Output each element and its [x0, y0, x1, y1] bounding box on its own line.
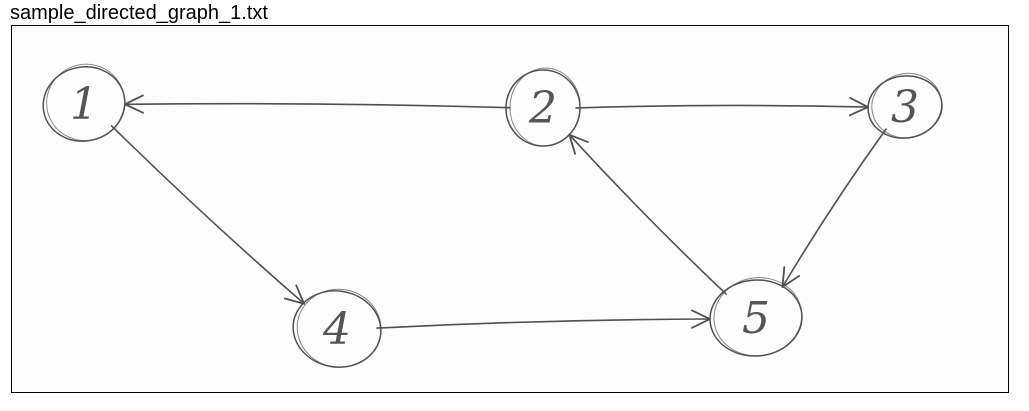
node-circle-stroke	[296, 288, 382, 368]
node-4: 4	[292, 288, 382, 368]
node-1: 1	[42, 63, 126, 142]
edge-line	[124, 102, 511, 109]
node-label: 2	[528, 83, 557, 134]
edges-layer	[110, 94, 887, 329]
edge-3-to-5	[781, 128, 887, 288]
edge-line	[110, 125, 305, 305]
edge-4-to-5	[376, 309, 711, 329]
node-3: 3	[867, 72, 943, 139]
node-5: 5	[709, 277, 803, 357]
edge-line	[575, 104, 869, 109]
directed-graph-drawing: 1 2 3 4 5	[42, 63, 943, 368]
node-circle-stroke	[871, 72, 943, 139]
node-label: 4	[322, 304, 351, 355]
node-label: 5	[742, 293, 770, 344]
node-label: 3	[891, 82, 919, 133]
edge-1-to-4	[110, 125, 305, 305]
edge-2-to-3	[575, 97, 869, 117]
edge-line	[781, 128, 887, 288]
edge-line	[376, 318, 711, 329]
node-circle-stroke	[509, 67, 581, 147]
node-circle-stroke	[713, 277, 803, 357]
node-circle-stroke	[46, 63, 125, 141]
edge-5-to-2	[568, 133, 727, 295]
drawing-frame: 1 2 3 4 5	[11, 25, 1009, 393]
edge-line	[568, 133, 727, 295]
nodes-layer: 1 2 3 4 5	[42, 63, 943, 368]
file-title: sample_directed_graph_1.txt	[10, 2, 268, 24]
node-2: 2	[505, 67, 581, 147]
edge-2-to-1	[124, 94, 511, 114]
arrowhead	[283, 284, 305, 305]
node-label: 1	[70, 79, 98, 130]
